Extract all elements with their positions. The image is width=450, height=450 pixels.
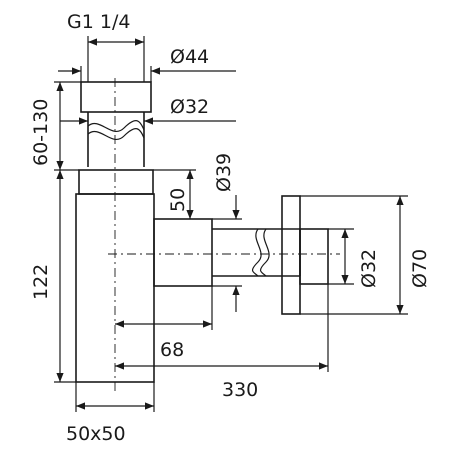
label-outlet-height: 50: [167, 188, 189, 212]
dim-outer-diameter-top: Ø44: [58, 46, 236, 82]
center-lines: [108, 78, 340, 392]
dim-thread: G1 1/4: [67, 11, 145, 82]
outlet-pipe-break: [251, 228, 270, 277]
wall-pipe: [299, 228, 329, 285]
collar: [78, 169, 154, 195]
dim-wall-pipe-diameter: Ø32: [328, 228, 380, 288]
label-adjustable-height: 60-130: [30, 99, 52, 166]
label-total-length: 330: [222, 379, 258, 401]
label-inner-diameter-top: Ø32: [170, 96, 209, 118]
label-body-height: 122: [30, 264, 52, 300]
upper-tube-break: [87, 120, 145, 140]
dim-body-section: 50x50: [66, 382, 155, 445]
label-wall-pipe-diameter: Ø32: [358, 249, 380, 288]
top-cap: [80, 81, 152, 113]
label-body-section: 50x50: [66, 423, 126, 445]
label-outer-diameter-top: Ø44: [170, 46, 209, 68]
dim-outlet-diameter: Ø39: [212, 153, 242, 312]
dim-total-length: 330: [115, 284, 329, 401]
dim-outlet-height: 50: [153, 169, 196, 219]
label-thread: G1 1/4: [67, 11, 130, 33]
siphon-outline: [75, 81, 329, 383]
dim-body-height: 122: [30, 170, 76, 383]
dim-inner-diameter-top: Ø32: [60, 96, 236, 125]
wall-flange: [281, 195, 301, 315]
label-outlet-diameter: Ø39: [213, 153, 235, 192]
dim-flange-diameter: Ø70: [300, 195, 431, 315]
dim-adjustable-height: 60-130: [30, 81, 81, 171]
label-flange-diameter: Ø70: [409, 249, 431, 288]
label-outlet-length: 68: [160, 339, 184, 361]
dim-outlet-length: 68: [115, 286, 213, 361]
outlet-stub: [153, 218, 213, 287]
